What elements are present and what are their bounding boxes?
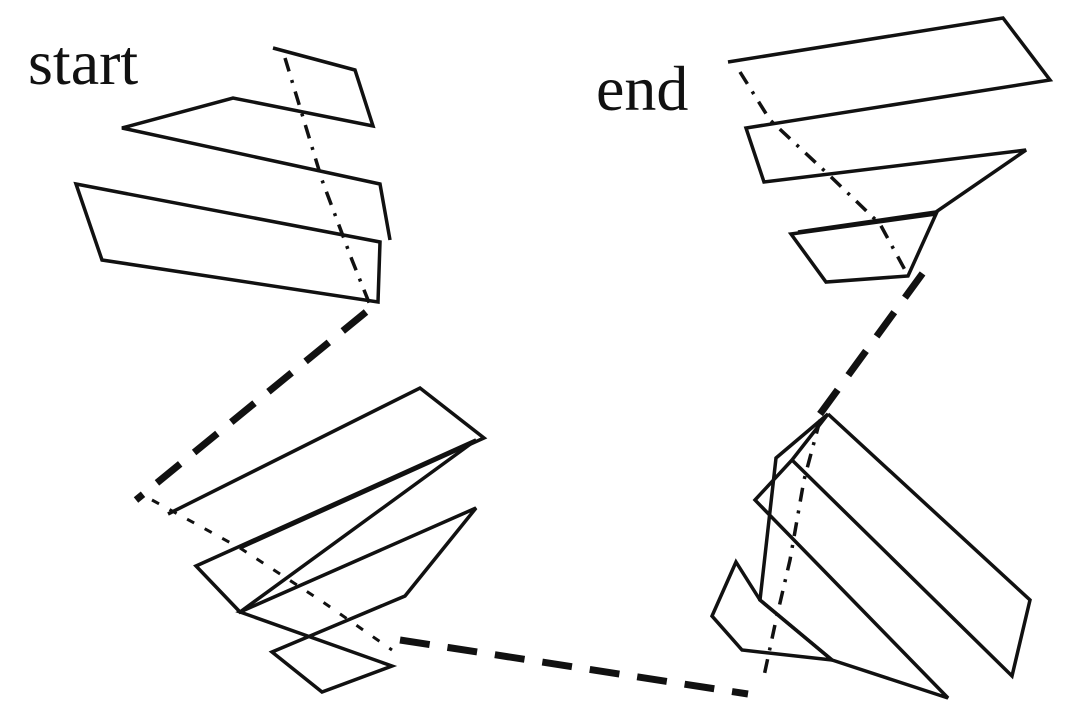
upper-right-plate-2	[787, 211, 939, 284]
lower-right-plate-1	[790, 412, 1032, 680]
connector-start-to-lower-left	[133, 309, 369, 503]
upper-left-plate-1	[121, 46, 392, 241]
upper-left-spine	[283, 57, 372, 306]
lower-right-plate-3	[709, 558, 838, 663]
start-label: start	[28, 27, 138, 98]
upper-right-stack	[727, 16, 1054, 284]
upper-left-stack	[73, 46, 392, 305]
upper-right-spine	[738, 71, 907, 271]
lower-left-stack	[167, 385, 488, 694]
lower-right-spine	[762, 419, 822, 677]
end-label: end	[596, 53, 688, 124]
lower-left-spine	[151, 498, 393, 652]
lower-left-plate-3	[235, 506, 478, 694]
lower-left-plate-2	[193, 438, 478, 615]
upper-right-plate-1	[727, 16, 1054, 234]
upper-left-plate-2	[73, 181, 382, 305]
connector-lower-left-to-lower-right	[399, 636, 749, 698]
connector-lower-right-to-end	[817, 263, 931, 417]
lower-right-stack	[709, 412, 1032, 700]
